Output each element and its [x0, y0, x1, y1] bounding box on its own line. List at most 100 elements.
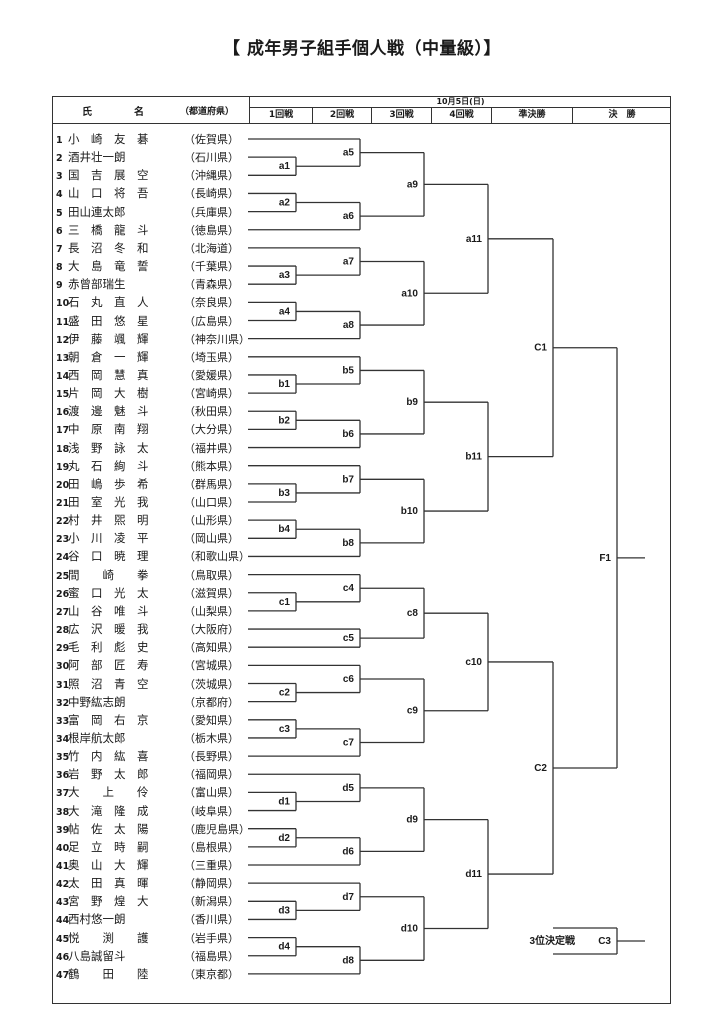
player-prefecture: （長崎県）	[184, 187, 239, 201]
player-prefecture: （長野県）	[184, 750, 239, 764]
header-name-given: 名	[134, 107, 144, 118]
player-row: 35竹 内 紘 喜（長野県）	[56, 747, 239, 765]
match-label: C1	[534, 343, 547, 354]
match-label: a8	[343, 320, 355, 331]
match-label: b4	[278, 524, 290, 535]
player-prefecture: （滋賀県）	[184, 586, 239, 600]
seed-number: 41	[56, 861, 70, 872]
player-prefecture: （群馬県）	[184, 477, 239, 491]
player-name: 長 沼 冬 和	[68, 240, 149, 255]
player-row: 17中 原 南 翔（大分県）	[56, 420, 239, 438]
player-name: 小 川 凌 平	[68, 531, 149, 546]
match-label: c1	[279, 597, 291, 608]
player-row: 46八島誠留斗（福島県）	[56, 947, 239, 965]
match-label: a1	[279, 161, 291, 172]
player-row: 36岩 野 太 郎（福岡県）	[56, 765, 239, 783]
match-label: d11	[465, 869, 482, 880]
player-row: 20田 嶋 歩 希（群馬県）	[56, 475, 239, 493]
header-round-1: 1回戦	[250, 108, 313, 124]
seed-number: 26	[56, 588, 70, 600]
seed-number: 31	[56, 679, 70, 691]
seed-number: 35	[56, 752, 70, 764]
match-label: d1	[278, 796, 290, 807]
match-label: d5	[342, 783, 354, 794]
player-name: 岩 野 太 郎	[68, 767, 149, 782]
match-label: a9	[407, 179, 419, 190]
match-label: c8	[407, 608, 419, 619]
seed-number: 28	[56, 625, 70, 637]
player-prefecture: （北海道）	[184, 241, 239, 255]
player-prefecture: （千葉県）	[184, 260, 239, 274]
header-round-4: 4回戦	[432, 108, 492, 124]
player-row: 47鶴 田 陸（東京都）	[56, 965, 239, 983]
player-name: 大 島 竜 誓	[68, 259, 149, 274]
match-label: b1	[278, 379, 290, 390]
match-label: b10	[401, 506, 419, 517]
player-name: 丸 石 絢 斗	[68, 458, 149, 473]
match-label: c9	[407, 706, 419, 717]
player-row: 8 大 島 竜 誓 （千葉県）	[56, 257, 239, 275]
seed-number: 10	[56, 298, 70, 310]
match-label: d6	[342, 846, 354, 857]
match-label: d4	[278, 942, 290, 953]
player-name: 中野紘志朗	[68, 694, 126, 709]
player-prefecture: （岩手県）	[184, 931, 239, 945]
player-name: 宮 野 煌 大	[68, 894, 149, 909]
player-name: 中 原 南 翔	[68, 422, 149, 437]
match-label: b9	[406, 397, 418, 408]
match-label: a6	[343, 211, 355, 222]
player-name: 田 嶋 歩 希	[68, 476, 149, 491]
player-prefecture: （大分県）	[184, 423, 239, 437]
match-label: b3	[278, 488, 290, 499]
player-name: 三 橋 龍 斗	[68, 222, 149, 237]
player-name: 奥 山 大 輝	[68, 858, 149, 872]
player-prefecture: （埼玉県）	[184, 350, 239, 364]
match-label: b2	[278, 415, 290, 426]
seed-number: 21	[56, 498, 70, 509]
player-name: 国 吉 展 空	[68, 168, 149, 183]
seed-number: 15	[56, 389, 70, 401]
seed-number: 30	[56, 661, 70, 673]
player-name: 浅 野 詠 太	[68, 440, 149, 455]
header-semifinal: 準決勝	[492, 108, 573, 124]
player-prefecture: （佐賀県）	[184, 133, 239, 146]
match-label: d9	[406, 815, 418, 826]
seed-number: 19	[56, 461, 70, 473]
match-label: c3	[279, 724, 291, 735]
match-label: d2	[278, 833, 290, 844]
player-row: 33富 岡 右 京（愛知県）	[56, 711, 239, 729]
player-name: 大 滝 隆 成	[68, 803, 149, 818]
match-label: c2	[279, 688, 291, 699]
player-row: 24谷 口 暁 理（和歌山県）	[56, 547, 250, 565]
match-label: a4	[279, 306, 291, 317]
third-place-title: 3位決定戦	[529, 934, 576, 947]
player-row: 43宮 野 煌 大（新潟県）	[56, 892, 239, 910]
player-row: 13朝 倉 一 輝（埼玉県）	[56, 348, 239, 366]
seed-number: 24	[56, 552, 70, 564]
match-label: d7	[342, 892, 354, 903]
seed-number: 8	[56, 262, 63, 274]
player-name: 西村悠一朗	[68, 912, 126, 927]
page-title: 【 成年男子組手個人戦（中量級）】	[223, 39, 501, 59]
seed-number: 9	[56, 280, 63, 292]
player-name: 根岸航太郎	[68, 730, 126, 745]
match-label: b6	[342, 429, 354, 440]
player-prefecture: （山梨県）	[184, 604, 239, 618]
player-row: 34根岸航太郎（栃木県）	[56, 729, 239, 747]
header-name-column: 氏 名 （都道府県）	[52, 96, 250, 124]
match-label: c7	[343, 737, 355, 748]
bracket-frame	[52, 96, 671, 1004]
player-prefecture: （香川県）	[184, 913, 239, 927]
match-label: d3	[278, 905, 290, 916]
third-place-match-label: C3	[598, 936, 611, 947]
player-row: 26蜜 口 光 太（滋賀県）	[56, 584, 239, 602]
player-prefecture: （茨城県）	[184, 677, 239, 691]
seed-number: 7	[56, 243, 63, 255]
seed-number: 1	[56, 135, 63, 146]
player-name: 村 井 煕 明	[68, 513, 149, 528]
player-prefecture: （高知県）	[184, 641, 239, 655]
player-row: 19丸 石 絢 斗（熊本県）	[56, 457, 239, 475]
player-name: 鶴 田 陸	[68, 966, 149, 981]
seed-number: 33	[56, 715, 70, 727]
